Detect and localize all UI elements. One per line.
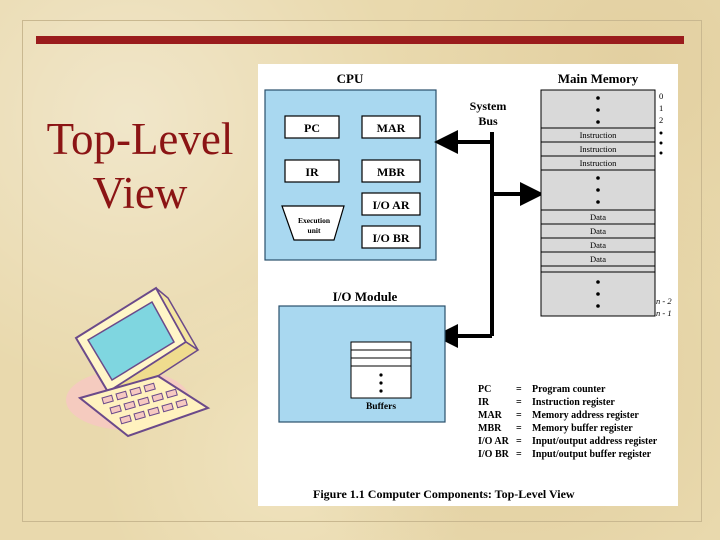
legend-eq-io-br: = [516, 449, 522, 460]
register-legend: PC = Program counter IR = Instruction re… [478, 384, 658, 460]
mbr-register [361, 159, 421, 183]
memory-data-1-label: Data [590, 212, 606, 222]
computer-clipart-icon [66, 286, 211, 438]
memory-row-instruction-3 [540, 155, 656, 171]
legend-eq-io-ar: = [516, 436, 522, 447]
memory-ellipsis-bottom [596, 280, 600, 308]
memory-instruction-2-label: Instruction [580, 144, 618, 154]
io-buffers-box [350, 341, 412, 399]
main-memory-label: Main Memory [558, 71, 639, 86]
io-br-register-label: I/O BR [372, 231, 409, 245]
legend-desc-mar: Memory address register [532, 410, 639, 421]
execution-unit [281, 205, 345, 241]
pc-register [284, 115, 340, 139]
memory-data-2-label: Data [590, 226, 606, 236]
address-label-0: 0 [659, 91, 663, 101]
buffers-label: Buffers [366, 402, 396, 412]
ir-register [284, 159, 340, 183]
legend-desc-ir: Instruction register [532, 397, 615, 408]
cpu-label: CPU [337, 71, 364, 86]
memory-ellipsis-middle [596, 176, 600, 204]
address-label-1: 1 [659, 103, 663, 113]
legend-abbr-io-br: I/O BR [478, 449, 510, 460]
title-accent-bar [36, 36, 684, 44]
mar-register [361, 115, 421, 139]
legend-eq-mbr: = [516, 423, 522, 434]
ir-register-label: IR [305, 165, 319, 179]
memory-data-4-label: Data [590, 254, 606, 264]
pc-register-label: PC [304, 121, 320, 135]
computer-components-diagram: CPU PC MAR IR MBR I/O AR I/O BR Executio… [264, 71, 672, 501]
mar-register-label: MAR [377, 121, 406, 135]
memory-instruction-3-label: Instruction [580, 158, 618, 168]
io-buffer-slots [351, 349, 411, 367]
keyboard-keys [101, 382, 188, 425]
address-label-2: 2 [659, 115, 663, 125]
io-buffer-ellipsis [379, 373, 383, 393]
legend-abbr-io-ar: I/O AR [478, 436, 510, 447]
legend-abbr-mar: MAR [478, 410, 503, 421]
memory-ellipsis-top [596, 96, 600, 124]
slide-frame [22, 20, 702, 522]
monitor-screen [86, 300, 176, 382]
legend-abbr-mbr: MBR [478, 423, 502, 434]
figure-caption: Figure 1.1 Computer Components: Top-Leve… [313, 487, 575, 501]
legend-desc-mbr: Memory buffer register [532, 423, 633, 434]
io-module-label: I/O Module [333, 289, 398, 304]
legend-eq-mar: = [516, 410, 522, 421]
legend-eq-ir: = [516, 397, 522, 408]
io-br-register [361, 225, 421, 249]
io-ar-register-label: I/O AR [372, 198, 409, 212]
legend-desc-io-ar: Input/output address register [532, 436, 658, 447]
legend-abbr-ir: IR [478, 397, 490, 408]
memory-row-data-4 [540, 251, 656, 267]
io-ar-register [361, 192, 421, 216]
address-label-n-minus-1: n - 1 [656, 308, 672, 318]
legend-desc-pc: Program counter [532, 384, 606, 395]
legend-abbr-pc: PC [478, 384, 491, 395]
memory-data-3-label: Data [590, 240, 606, 250]
memory-instruction-1-label: Instruction [580, 130, 618, 140]
address-ellipsis [659, 131, 663, 155]
address-label-n-minus-2: n - 2 [656, 296, 672, 306]
legend-desc-io-br: Input/output buffer register [532, 449, 652, 460]
top-level-view-figure: CPU PC MAR IR MBR I/O AR I/O BR Executio… [258, 64, 678, 506]
legend-eq-pc: = [516, 384, 522, 395]
mbr-register-label: MBR [377, 165, 405, 179]
